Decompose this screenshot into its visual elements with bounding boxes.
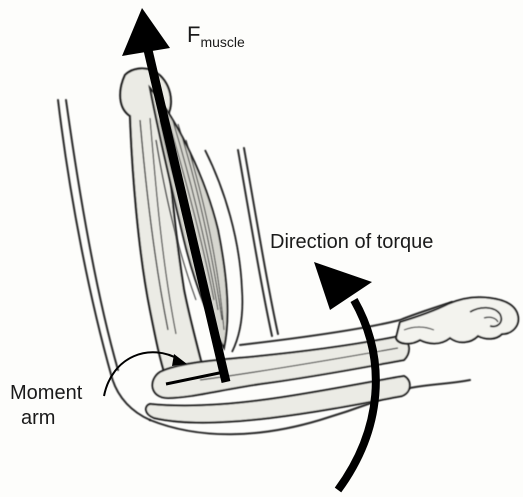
force-label-subscript: muscle: [200, 34, 244, 50]
muscle-force-label: Fmuscle: [187, 22, 245, 50]
moment-label-line1: Moment: [10, 381, 82, 406]
torque-label: Direction of torque: [270, 231, 433, 254]
force-label-main: F: [187, 22, 200, 47]
torque-direction-arrow: [314, 262, 376, 490]
moment-label-line2: arm: [10, 406, 82, 431]
hand: [396, 297, 518, 343]
moment-arm-label: Moment arm: [10, 381, 82, 431]
